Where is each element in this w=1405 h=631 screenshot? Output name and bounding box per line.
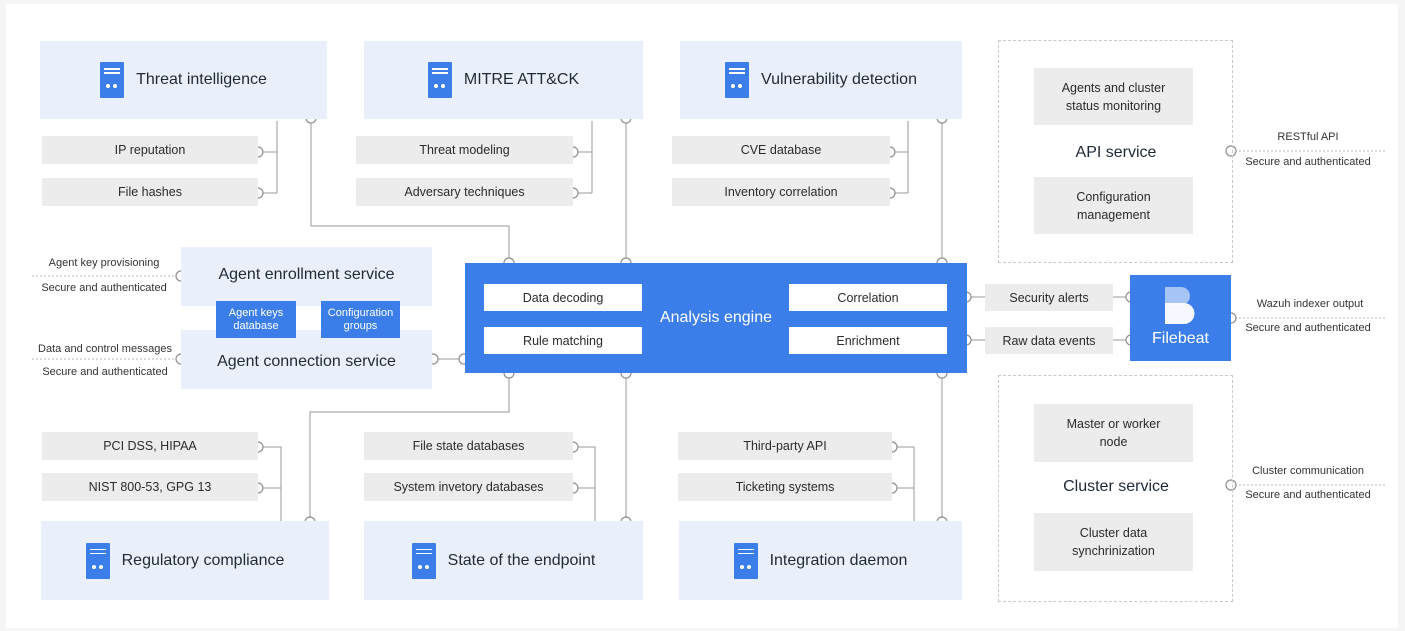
config-mgmt-line1: Configuration — [1076, 189, 1151, 204]
box-data-decoding: Data decoding — [484, 284, 642, 311]
module-title: Regulatory compliance — [121, 551, 285, 569]
label-agent-key-provisioning: Agent key provisioning — [48, 257, 160, 269]
server-icon — [411, 542, 436, 579]
configuration-groups: Configuration groups — [321, 301, 400, 338]
box-ip-reputation: IP reputation — [42, 136, 258, 164]
label-restful-api: RESTful API — [1277, 131, 1339, 143]
api-service-container — [998, 40, 1233, 263]
agent-connection-service: Agent connection service — [181, 330, 432, 389]
box-status-monitoring: Agents and cluster status monitoring — [1034, 68, 1193, 125]
module-integration-daemon: Integration daemon — [679, 521, 962, 600]
server-icon — [427, 62, 452, 98]
box-security-alerts: Security alerts — [985, 284, 1113, 311]
config-groups-line1: Configuration — [327, 306, 394, 319]
box-threat-modeling: Threat modeling — [356, 136, 573, 164]
analysis-engine: Analysis engine Data decoding Rule match… — [465, 263, 967, 373]
box-nist-gpg: NIST 800-53, GPG 13 — [42, 473, 258, 501]
status-line1: Agents and cluster — [1061, 80, 1166, 95]
label-cluster-secure: Secure and authenticated — [1245, 489, 1371, 501]
module-regulatory-compliance: Regulatory compliance — [41, 521, 329, 600]
node-line1: Master or worker — [1066, 417, 1161, 431]
box-master-worker-node: Master or worker node — [1034, 404, 1193, 462]
module-title: State of the endpoint — [447, 551, 596, 569]
agent-connection-title: Agent connection service — [217, 352, 396, 370]
module-state-of-endpoint: State of the endpoint — [364, 521, 643, 600]
module-title: Threat intelligence — [136, 71, 267, 88]
sync-line1: Cluster data — [1079, 526, 1148, 540]
module-title: MITRE ATT&CK — [463, 71, 580, 88]
label-cluster-communication: Cluster communication — [1252, 465, 1364, 477]
box-cluster-data-sync: Cluster data synchrinization — [1034, 513, 1193, 571]
agent-keys-database: Agent keys database — [216, 301, 296, 338]
label-connection-secure: Secure and authenticated — [42, 366, 168, 378]
analysis-engine-title: Analysis engine — [659, 309, 773, 326]
box-system-inventory-databases: System invetory databases — [364, 473, 573, 501]
box-file-hashes: File hashes — [42, 178, 258, 206]
box-inventory-correlation: Inventory correlation — [672, 178, 890, 206]
cluster-service-title: Cluster service — [1063, 478, 1169, 495]
server-icon — [725, 62, 750, 98]
box-ticketing-systems: Ticketing systems — [678, 473, 892, 501]
agent-keys-line1: Agent keys — [228, 306, 284, 319]
config-mgmt-line2: management — [1077, 207, 1150, 222]
api-service-title: API service — [1075, 144, 1157, 161]
label-wazuh-indexer-output: Wazuh indexer output — [1256, 298, 1364, 310]
node-line2: node — [1099, 435, 1128, 449]
box-raw-data-events: Raw data events — [985, 327, 1113, 354]
sync-line2: synchrinization — [1072, 544, 1155, 558]
cluster-service-container — [998, 375, 1233, 602]
module-threat-intelligence: Threat intelligence — [40, 41, 327, 119]
box-rule-matching: Rule matching — [484, 327, 642, 354]
box-third-party-api: Third-party API — [678, 432, 892, 460]
module-vulnerability-detection: Vulnerability detection — [680, 41, 962, 119]
label-data-control-messages: Data and control messages — [38, 343, 172, 355]
diagram-canvas: Threat intelligence MITRE ATT&CK Vulnera… — [6, 4, 1398, 628]
agent-enrollment-service: Agent enrollment service — [181, 247, 432, 306]
label-api-secure: Secure and authenticated — [1245, 156, 1371, 168]
module-title: Vulnerability detection — [761, 71, 917, 88]
server-icon — [100, 62, 125, 98]
module-mitre-attack: MITRE ATT&CK — [364, 41, 643, 119]
box-adversary-techniques: Adversary techniques — [356, 178, 573, 206]
box-cve-database: CVE database — [672, 136, 890, 164]
filebeat-label: Filebeat — [1152, 330, 1209, 347]
box-correlation: Correlation — [789, 284, 947, 311]
box-pci-hipaa: PCI DSS, HIPAA — [42, 432, 258, 460]
label-filebeat-secure: Secure and authenticated — [1245, 322, 1371, 334]
config-groups-line2: groups — [343, 319, 378, 332]
server-icon — [85, 542, 110, 579]
box-enrichment: Enrichment — [789, 327, 947, 354]
label-enrollment-secure: Secure and authenticated — [41, 282, 167, 294]
server-icon — [733, 542, 758, 579]
status-line2: status monitoring — [1065, 98, 1162, 113]
box-file-state-databases: File state databases — [364, 432, 573, 460]
agent-enrollment-title: Agent enrollment service — [218, 266, 395, 283]
filebeat-logo-icon — [1165, 287, 1195, 324]
box-configuration-management: Configuration management — [1034, 177, 1193, 234]
module-title: Integration daemon — [769, 551, 908, 569]
agent-keys-line2: database — [233, 319, 279, 332]
filebeat-box: Filebeat — [1130, 275, 1231, 361]
